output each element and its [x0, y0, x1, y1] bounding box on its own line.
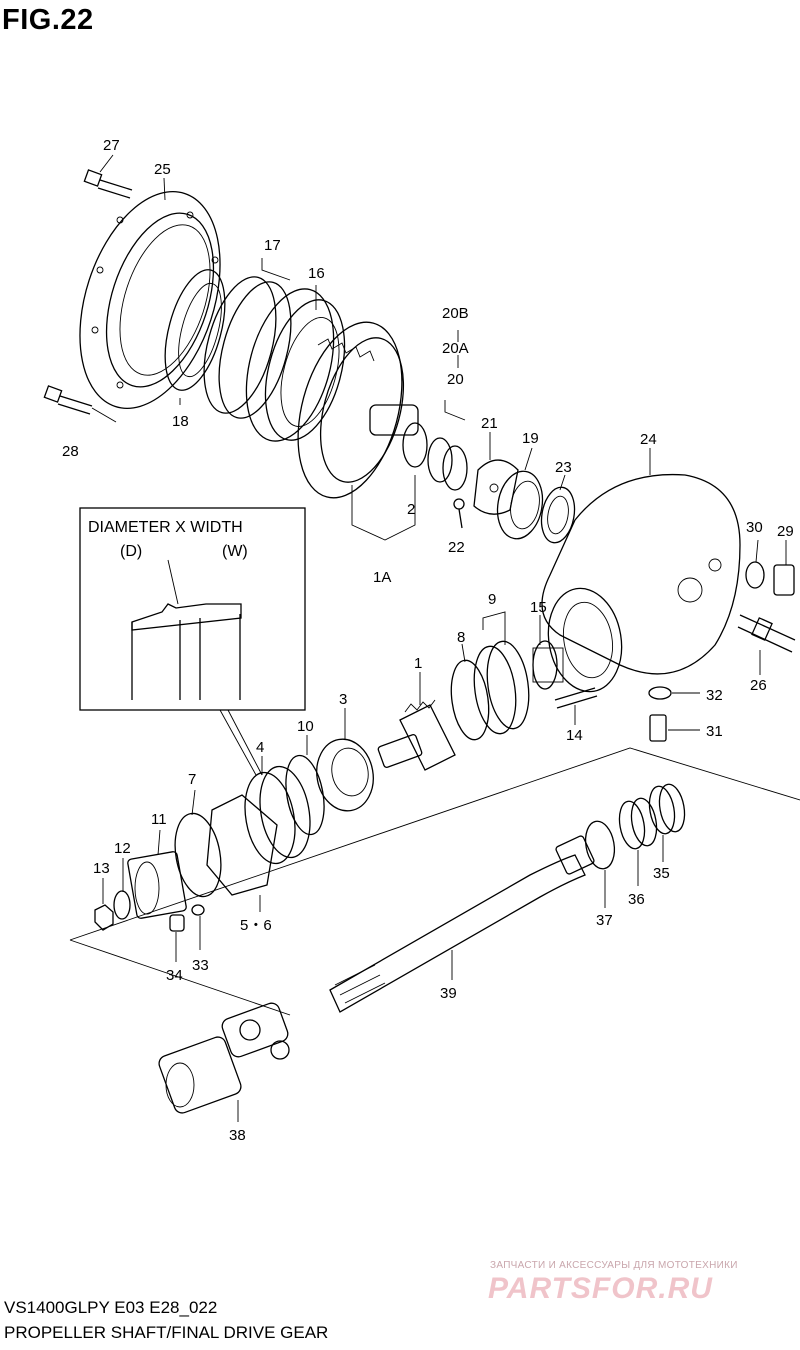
callout-20b: 20B: [442, 305, 469, 322]
callout-1a: 1A: [373, 569, 391, 586]
shim-8: [450, 659, 490, 741]
callout-33: 33: [192, 957, 209, 974]
bearing-18: [164, 269, 226, 391]
callout-38: 38: [229, 1127, 246, 1144]
washer-32: [648, 686, 700, 700]
callout-25: 25: [154, 161, 171, 178]
spring-35: [648, 783, 686, 862]
bolt-28: [43, 385, 117, 423]
callout-5-6: 5・6: [240, 917, 272, 934]
watermark-logo: PARTSFOR.RU: [488, 1272, 713, 1305]
callout-15: 15: [530, 599, 547, 616]
callout-32: 32: [706, 687, 723, 704]
callout-14: 14: [566, 727, 583, 744]
shims-9: [473, 611, 530, 735]
screw-22: [453, 498, 465, 529]
figure-title: FIG.22: [2, 4, 94, 36]
detail-heading: DIAMETER X WIDTH: [88, 519, 243, 536]
shim-10: [285, 735, 325, 836]
bolt-34: [169, 914, 185, 962]
callout-29: 29: [777, 523, 794, 540]
shims-20: [427, 400, 468, 491]
callout-20: 20: [447, 371, 464, 388]
bolt-31: [649, 714, 700, 742]
callout-27: 27: [103, 137, 120, 154]
callout-16: 16: [308, 265, 325, 282]
callout-24: 24: [640, 431, 657, 448]
diagram-caption: PROPELLER SHAFT/FINAL DRIVE GEAR: [4, 1323, 329, 1342]
plug-29: [773, 540, 795, 596]
detail-label-w: (W): [222, 543, 248, 560]
stud-26: [737, 614, 796, 653]
callout-10: 10: [297, 718, 314, 735]
ring-gear-1a: [297, 321, 419, 541]
propeller-shaft-39: [329, 835, 595, 1013]
callout-1: 1: [414, 655, 422, 672]
flange-plate: [79, 191, 221, 409]
callout-2: 2: [407, 501, 415, 518]
nut-13: [94, 878, 114, 931]
callout-9: 9: [488, 591, 496, 608]
detail-label-d: (D): [120, 543, 142, 560]
bearing-housing-4: [244, 756, 311, 865]
callout-21: 21: [481, 415, 498, 432]
gear-case-24: [541, 448, 741, 693]
plate-5-6: [206, 794, 278, 912]
universal-joint-38: [158, 1002, 290, 1122]
stud-14: [554, 687, 598, 725]
callout-18: 18: [172, 413, 189, 430]
callout-31: 31: [706, 723, 723, 740]
callout-17: 17: [264, 237, 281, 254]
callout-28: 28: [62, 443, 79, 460]
bolt-27: [83, 154, 133, 199]
callout-7: 7: [188, 771, 196, 788]
oil-seal-7: [174, 789, 222, 898]
callout-13: 13: [93, 860, 110, 877]
callout-19: 19: [522, 430, 539, 447]
callout-26: 26: [750, 677, 767, 694]
washer-33: [191, 904, 205, 950]
callout-34: 34: [166, 967, 183, 984]
bearing-19: [496, 447, 544, 540]
bearing-15: [532, 640, 564, 690]
spring-36: [618, 797, 658, 886]
coupling-11: [127, 829, 187, 919]
callout-11: 11: [151, 811, 167, 828]
callout-4: 4: [256, 739, 264, 756]
callout-20a: 20A: [442, 340, 469, 357]
callout-23: 23: [555, 459, 572, 476]
callout-12: 12: [114, 840, 131, 857]
model-code: VS1400GLPY E03 E28_022: [4, 1298, 218, 1317]
circlip-2: [402, 422, 428, 468]
washer-30: [745, 561, 765, 589]
bearing-3: [316, 708, 374, 812]
bearing-16: [245, 285, 346, 442]
plate-21: [473, 459, 519, 515]
shims-17: [203, 258, 292, 419]
callout-36: 36: [628, 891, 645, 908]
callout-22: 22: [448, 539, 465, 556]
circlip-37: [584, 820, 616, 908]
detail-inset: DIAMETER X WIDTH (D) (W): [79, 507, 306, 776]
callout-8: 8: [457, 629, 465, 646]
callout-39: 39: [440, 985, 457, 1002]
watermark-caption: ЗАПЧАСТИ И АКСЕССУАРЫ ДЛЯ МОТОТЕХНИКИ: [490, 1260, 738, 1271]
pinion-gear-1: [377, 672, 456, 771]
callout-35: 35: [653, 865, 670, 882]
oil-seal-23: [540, 486, 576, 544]
callout-3: 3: [339, 691, 347, 708]
callout-30: 30: [746, 519, 763, 536]
boundary-outline: [69, 747, 800, 1016]
washer-12: [113, 858, 131, 920]
callout-37: 37: [596, 912, 613, 929]
